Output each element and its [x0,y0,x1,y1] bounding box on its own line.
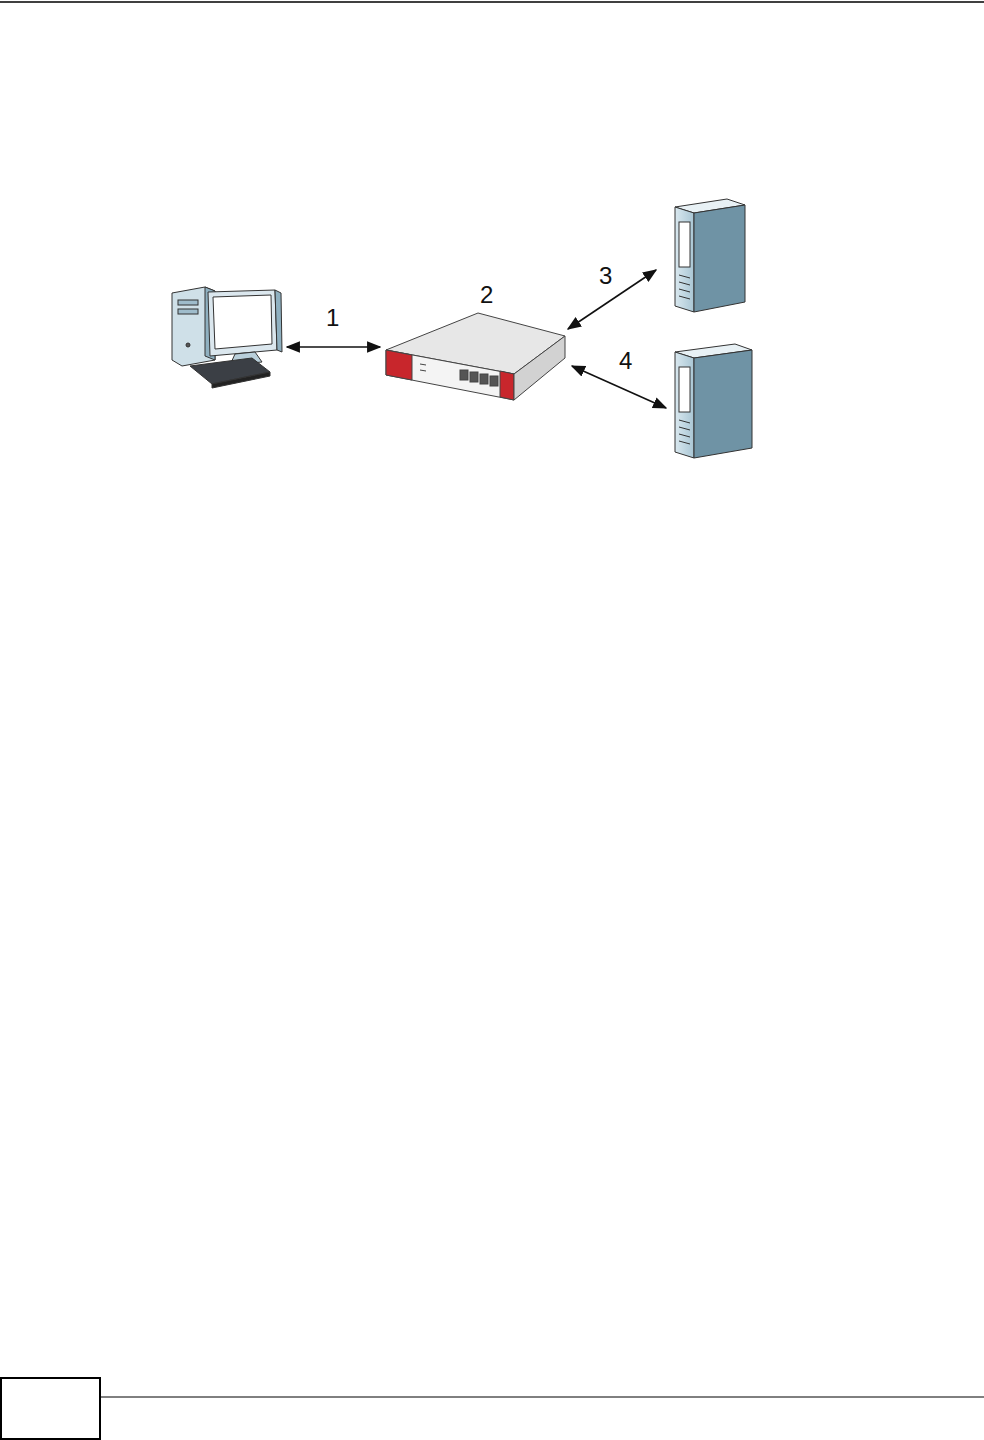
page-number-box [1,1378,100,1439]
header-rule [0,1,984,3]
server-icon [675,199,745,312]
footer-rule [100,1397,984,1398]
callout-number: 1 [326,306,339,330]
callout-number: 3 [599,264,612,288]
server-icon [675,344,752,458]
link-arrow [287,346,380,348]
callout-number: 4 [619,349,632,373]
callout-number: 2 [480,283,493,307]
firewall-device [386,313,565,400]
computer-icon [172,287,282,388]
